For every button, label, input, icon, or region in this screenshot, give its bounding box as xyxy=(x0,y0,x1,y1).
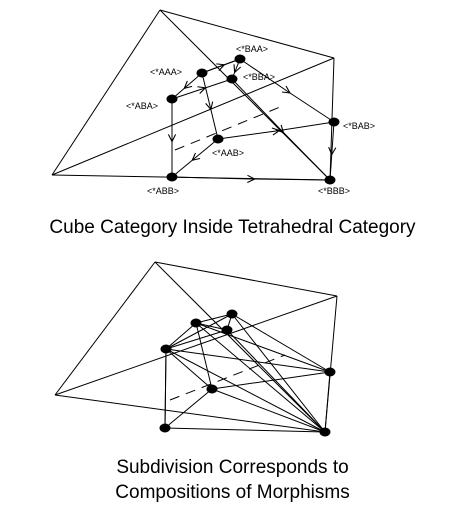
figure1-caption: Cube Category Inside Tetrahedral Categor… xyxy=(49,217,416,238)
subdiv-diagonal xyxy=(165,348,331,373)
cube-arrow-aaa-baa xyxy=(201,58,241,74)
tetra-edge xyxy=(54,394,326,433)
label-abb: <*ABB> xyxy=(147,186,179,196)
cube-arrow-bab-bbb xyxy=(330,121,334,181)
figure1-labels: <*BAA> <*AAA> <*BBA> <*ABA> <*BAB> <*AAB… xyxy=(126,44,375,196)
subdiv-edge xyxy=(165,329,228,350)
vertex-bbb xyxy=(324,175,336,185)
vertex xyxy=(319,427,331,437)
vertex xyxy=(226,309,238,319)
figure2-caption-line1: Subdivision Corresponds to xyxy=(116,457,349,478)
tetra-edge xyxy=(54,295,338,396)
cube-arrow-bba-bbb xyxy=(231,78,331,181)
subdiv-diagonal xyxy=(231,313,326,433)
vertex-baa xyxy=(234,54,246,64)
tetra-edge xyxy=(154,261,338,297)
vertex-abb xyxy=(166,172,178,182)
label-bab: <*BAB> xyxy=(343,121,375,131)
subdiv-edge xyxy=(164,388,213,429)
tetra-edge xyxy=(54,261,156,396)
figure2-tetrahedron xyxy=(54,261,338,433)
subdiv-edge xyxy=(165,322,197,350)
vertex xyxy=(190,318,202,328)
vertex xyxy=(324,367,336,377)
subdiv-edge xyxy=(231,313,331,373)
subdiv-diagonal xyxy=(195,322,331,373)
figure1-vertices xyxy=(166,54,340,185)
label-bba: <*BBA> xyxy=(243,72,275,82)
subdiv-edge xyxy=(195,313,233,324)
subdiv-diagonal xyxy=(165,348,213,390)
tetra-edge xyxy=(159,9,335,59)
cube-arrow-aaa-aba xyxy=(171,72,203,100)
label-aaa: <*AAA> xyxy=(150,67,182,77)
label-bbb: <*BBB> xyxy=(318,186,350,196)
cube-arrow-aab-abb xyxy=(171,138,219,178)
figure2-vertices xyxy=(159,309,336,437)
tetra-edge xyxy=(51,9,161,176)
subdiv-diagonal xyxy=(211,388,326,433)
figure1-cube xyxy=(171,58,335,181)
vertex-bba xyxy=(226,74,238,84)
vertex-aab xyxy=(212,134,224,144)
subdiv-diagonal xyxy=(164,348,167,429)
vertex-bab xyxy=(328,117,340,127)
tetra-edge xyxy=(51,57,335,176)
subdiv-edge xyxy=(164,427,326,433)
label-aba: <*ABA> xyxy=(126,101,158,111)
vertex xyxy=(160,344,172,354)
vertex-aaa xyxy=(196,68,208,78)
subdiv-diagonal xyxy=(165,348,326,433)
cube-arrow-aba-bba xyxy=(171,78,233,100)
vertex xyxy=(159,423,171,433)
figure2-caption-line2: Compositions of Morphisms xyxy=(115,482,350,503)
vertex-aba xyxy=(166,94,178,104)
label-baa: <*BAA> xyxy=(236,44,268,54)
figure2-subdivision xyxy=(164,313,331,433)
subdiv-edge xyxy=(324,371,331,433)
tetra-edge xyxy=(154,261,326,433)
subdiv-diagonal xyxy=(165,313,233,350)
subdiv-edge xyxy=(226,329,326,433)
subdiv-edge xyxy=(211,371,331,390)
vertex xyxy=(221,325,233,335)
cube-dashed-edge xyxy=(174,104,286,151)
vertex xyxy=(206,384,218,394)
figure1-tetrahedron xyxy=(51,9,335,181)
cube-arrow-aab-bab xyxy=(217,121,335,140)
cube-arrow-baa-bab xyxy=(239,58,335,123)
label-aab: <*AAB> xyxy=(212,148,244,158)
subdiv-diagonal xyxy=(195,322,326,433)
cube-arrow-abb-bbb xyxy=(171,177,331,180)
subdiv-edge xyxy=(195,322,213,390)
cube-arrow-aaa-aab xyxy=(201,72,219,140)
subdiv-dashed-edge xyxy=(169,354,286,401)
